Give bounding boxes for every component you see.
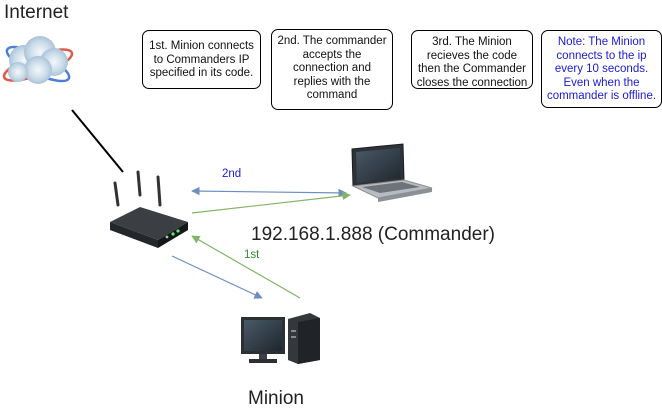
internet-label: Internet [4,2,69,23]
note-keepalive: Note: The Minion connects to the ip ever… [541,30,662,108]
minion-label: Minion [248,388,304,409]
arrow-router-to-minion [171,255,263,299]
edge-label-2nd: 2nd [222,168,242,180]
note-step-2: 2nd. The commander accepts the connectio… [271,29,393,110]
note-step-3: 3rd. The Minion recieves the code then t… [411,30,533,89]
arrow-2nd-commander-router [191,186,347,198]
router-icon [110,170,188,248]
arrow-1st-minion-router [191,235,301,299]
desktop-computer-icon [241,313,320,364]
internet-cloud-icon [2,36,74,84]
arrow-router-to-commander [191,191,351,214]
laptop-icon [351,143,433,202]
note-step-1: 1st. Minion connects to Commanders IP sp… [142,30,261,89]
edge-label-1st: 1st [244,249,260,261]
commander-label: 192.168.1.888 (Commander) [251,224,495,245]
internet-router-link [71,109,124,173]
